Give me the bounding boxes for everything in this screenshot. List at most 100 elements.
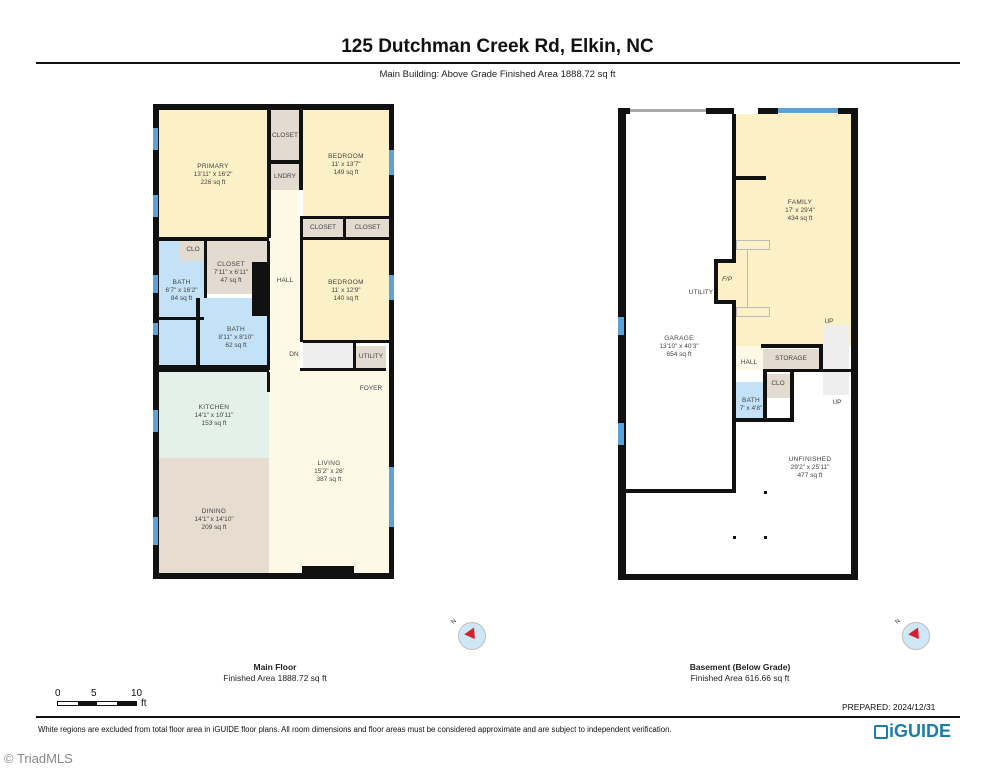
scale-tick-5: 5: [91, 688, 97, 699]
page-title: 125 Dutchman Creek Rd, Elkin, NC: [341, 36, 654, 57]
tag-hall: HALL: [276, 277, 294, 284]
room-utility: [356, 346, 386, 368]
wall: [204, 241, 207, 298]
wall: [300, 219, 303, 342]
wall: [271, 160, 299, 164]
wall: [714, 259, 718, 303]
wall: [714, 259, 736, 263]
window: [389, 275, 394, 300]
iguide-logo: iGUIDE: [874, 721, 951, 742]
wall: [851, 108, 858, 580]
wall: [153, 104, 394, 110]
wall: [763, 369, 853, 372]
main-floor-title: Main Floor: [253, 662, 297, 672]
window: [389, 467, 394, 527]
tag-clo: CLO: [186, 246, 200, 253]
wall: [159, 317, 204, 320]
compass-needle-icon: [908, 627, 924, 643]
window: [153, 517, 158, 545]
wall: [267, 372, 270, 392]
wall: [761, 344, 823, 348]
window: [618, 317, 624, 335]
tag-closet-b: CLOSET: [354, 224, 381, 231]
wall: [732, 114, 736, 262]
wall: [153, 104, 159, 579]
prepared-date: PREPARED: 2024/12/31: [842, 702, 936, 712]
room-bedroom-1: [303, 110, 389, 216]
tag-closet-top: CLOSET: [271, 132, 298, 139]
wall: [714, 300, 736, 304]
wall: [618, 108, 626, 580]
room-label-bath-2: BATH 8'11" x 8'10" 62 sq ft: [218, 326, 254, 349]
wall: [159, 237, 269, 241]
tag-storage: STORAGE: [775, 355, 807, 362]
compass-icon: N: [895, 618, 930, 650]
wall: [790, 372, 794, 420]
wall: [267, 241, 270, 370]
room-bath-basement: [735, 382, 767, 418]
wall: [252, 262, 268, 316]
footer-divider: [36, 716, 960, 718]
room-label-unfinished: UNFINISHED 29'2" x 25'11" 477 sq ft: [788, 456, 832, 479]
wall: [626, 489, 736, 493]
tag-clo-basement: CLO: [771, 380, 785, 387]
window: [153, 410, 158, 432]
pillar: [764, 536, 767, 539]
room-living: [269, 370, 389, 573]
room-label-dining: DINING 14'1" x 14'10" 209 sq ft: [194, 508, 234, 531]
scale-tick-0: 0: [55, 688, 61, 699]
wall: [159, 365, 269, 372]
room-storage: [763, 349, 819, 371]
room-dining: [159, 458, 269, 573]
room-label-bedroom-2: BEDROOM 11' x 12'9" 140 sq ft: [328, 279, 364, 302]
fireplace: [302, 566, 354, 574]
room-bedroom-2: [303, 240, 389, 340]
wall: [343, 219, 346, 237]
room-fp-alcove: [717, 263, 739, 301]
wall: [736, 176, 766, 180]
room-hall-basement: [735, 346, 763, 370]
wall: [706, 108, 734, 114]
wall: [819, 344, 823, 372]
room-closet-b: [346, 219, 389, 237]
beam: [736, 307, 770, 317]
wall: [300, 237, 389, 240]
wall: [300, 368, 386, 371]
stairs-basement: [823, 325, 849, 395]
main-floor-caption: Main Floor Finished Area 1888.72 sq ft: [185, 662, 365, 684]
window: [153, 323, 158, 335]
main-floor-area: Finished Area 1888.72 sq ft: [223, 673, 327, 683]
pillar: [733, 536, 736, 539]
basement-area: Finished Area 616.66 sq ft: [690, 673, 790, 683]
wall: [303, 340, 389, 343]
room-label-living: LIVING 15'2" x 26' 387 sq ft: [314, 460, 344, 483]
wall: [763, 372, 767, 420]
wall: [300, 216, 389, 219]
window: [153, 128, 158, 150]
room-label-bath-basement: BATH 7' x 4'8": [739, 397, 763, 412]
wall: [153, 573, 394, 579]
wall: [736, 418, 794, 422]
watermark: © TriadMLS: [4, 751, 73, 766]
wall: [732, 300, 736, 492]
wall: [838, 108, 858, 114]
room-label-closet: CLOSET 7'11" x 6'11" 47 sq ft: [213, 261, 249, 284]
basement-title: Basement (Below Grade): [689, 662, 791, 672]
scale-bar: [57, 701, 137, 706]
room-label-kitchen: KITCHEN 14'1" x 10'11" 153 sq ft: [194, 404, 234, 427]
room-label-family: FAMILY 17' x 29'4" 434 sq ft: [785, 199, 815, 222]
wall: [353, 343, 356, 369]
room-kitchen: [159, 372, 269, 458]
wall: [299, 110, 303, 190]
header-divider: [36, 62, 960, 64]
scale-unit: ft: [141, 698, 147, 709]
disclaimer: White regions are excluded from total fl…: [38, 725, 672, 734]
room-hall: [270, 190, 300, 370]
compass-icon: N: [451, 618, 486, 650]
tag-laundry: LNDRY: [274, 173, 296, 180]
pillar: [764, 491, 767, 494]
wall: [618, 108, 630, 114]
tag-up-top: UP: [824, 318, 834, 325]
room-label-bath-1: BATH 6'7" x 16'2" 84 sq ft: [165, 279, 198, 302]
window: [389, 150, 394, 175]
